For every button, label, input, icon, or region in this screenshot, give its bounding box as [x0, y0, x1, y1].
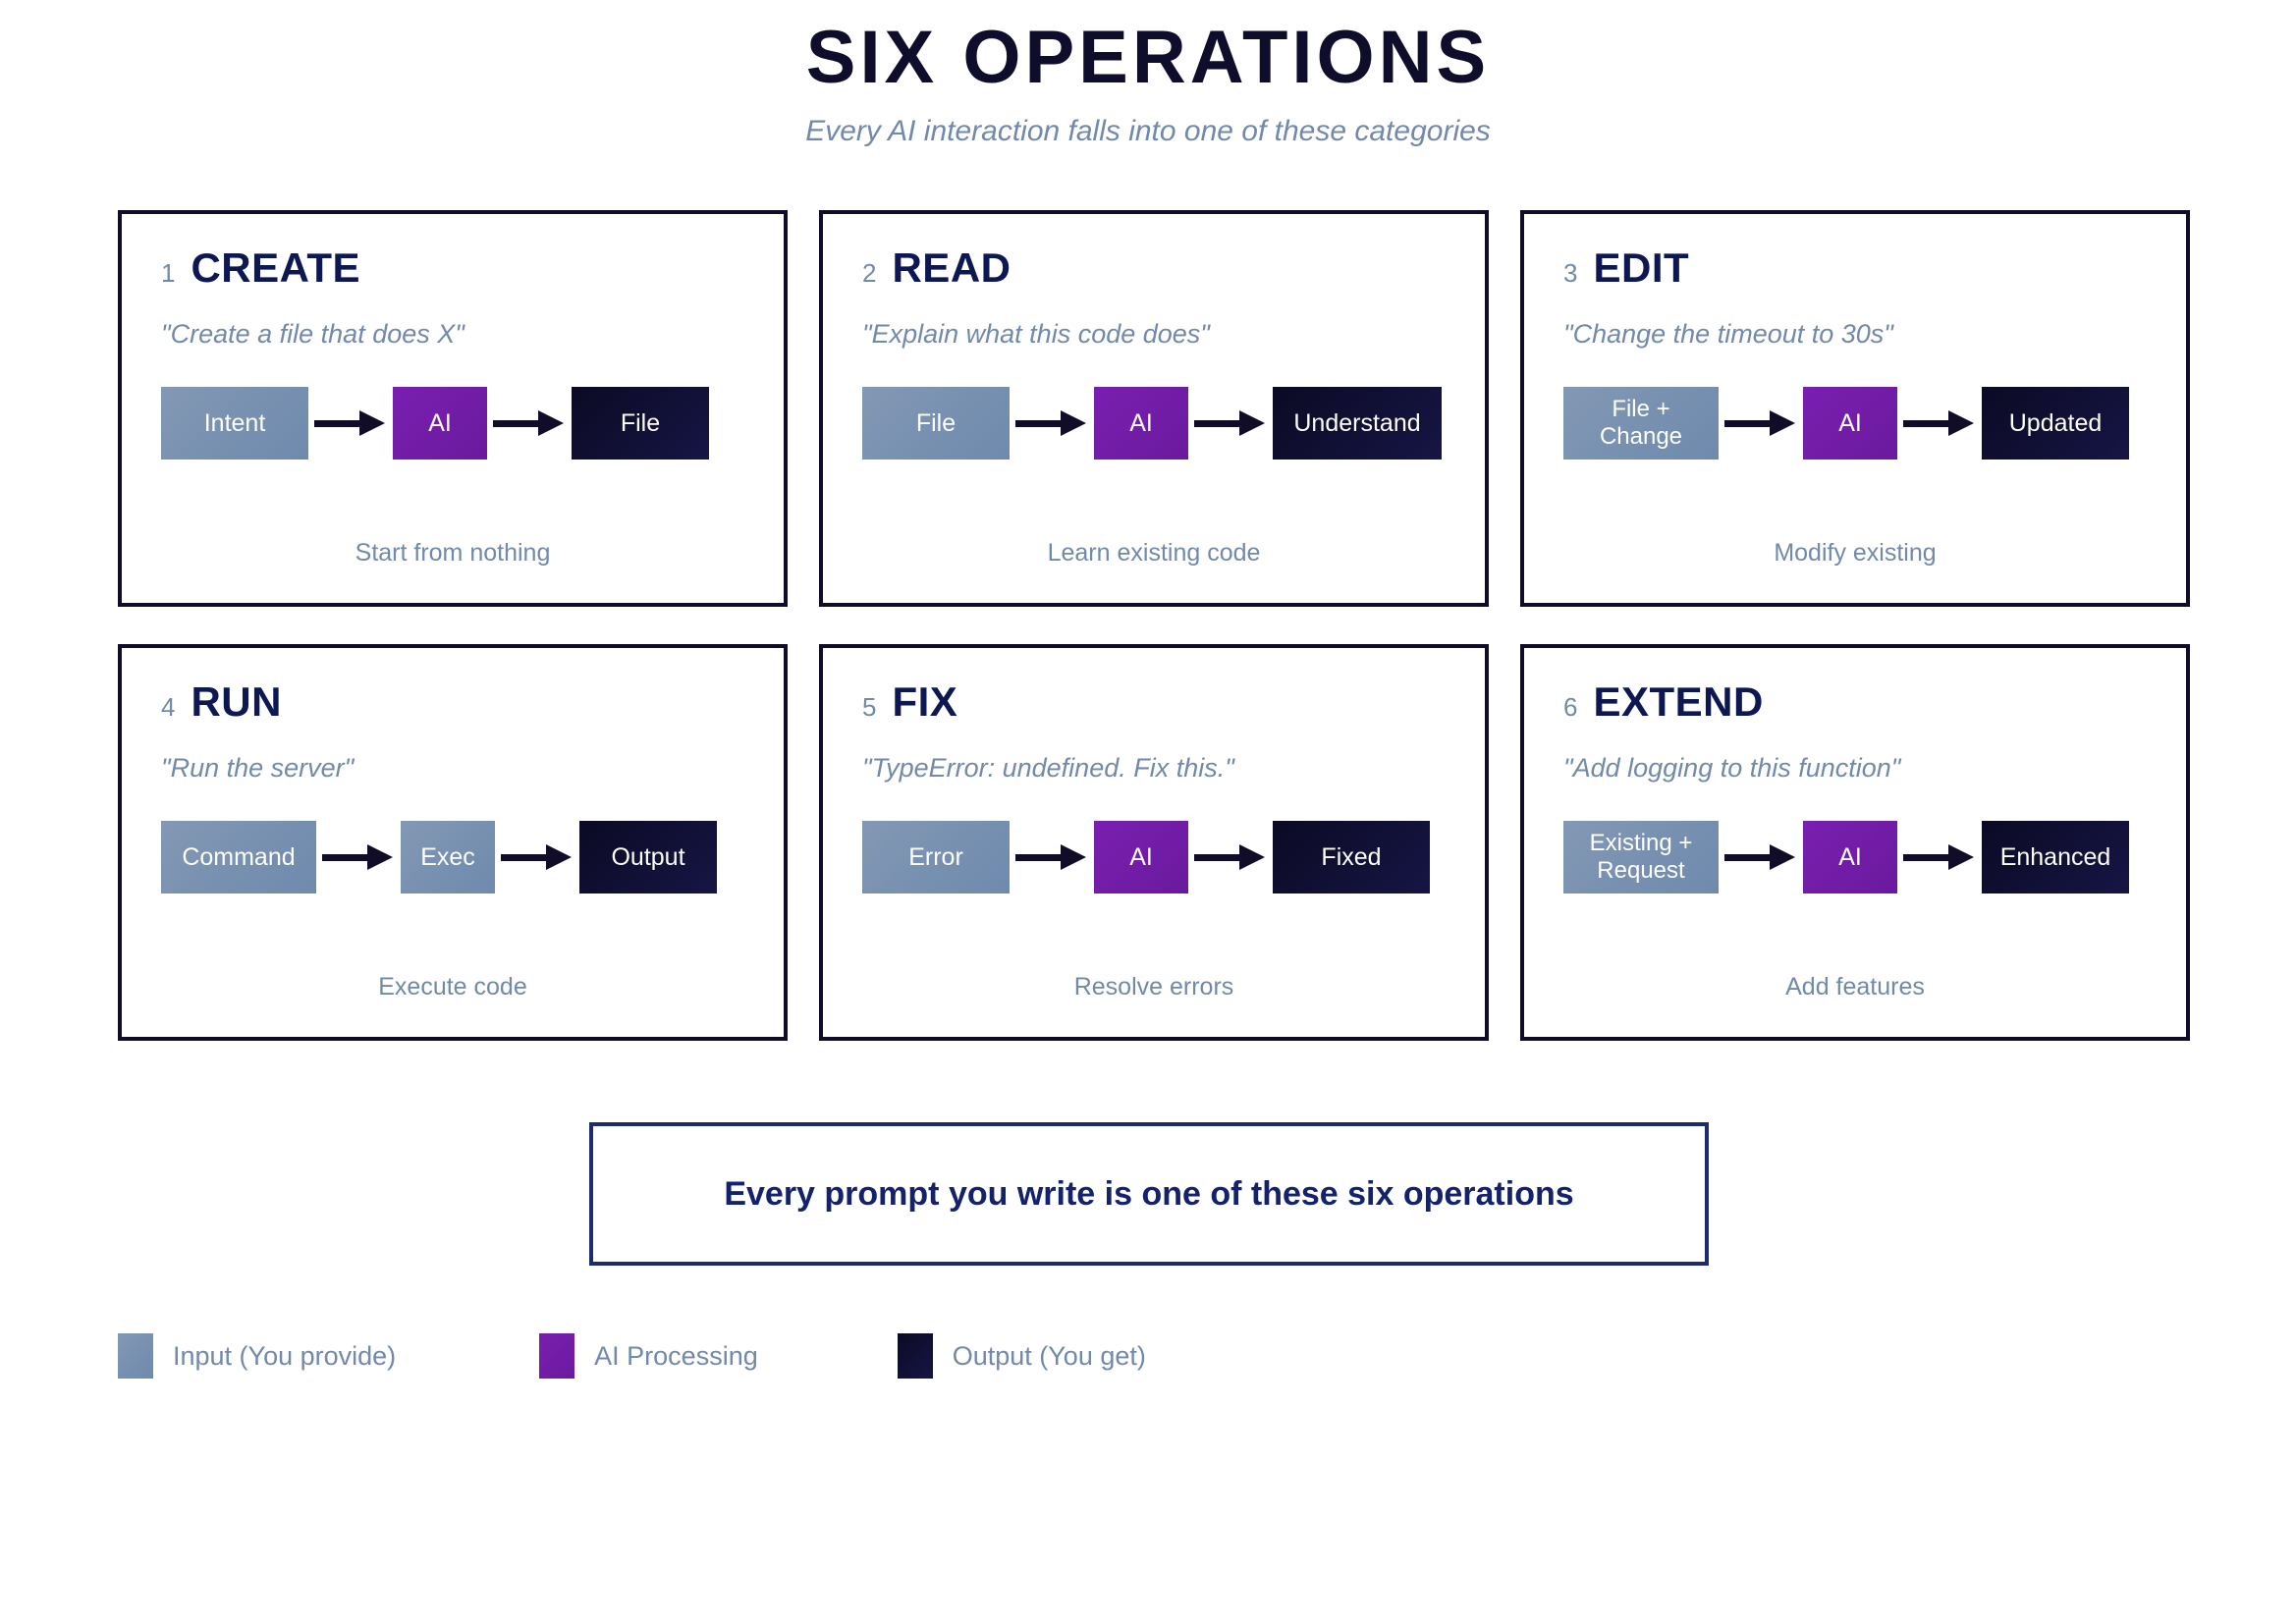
card-title: FIX: [892, 678, 958, 725]
legend-label: AI Processing: [594, 1340, 758, 1371]
summary-banner: Every prompt you write is one of these s…: [589, 1122, 1709, 1266]
card-title: EXTEND: [1593, 678, 1764, 725]
card-number: 4: [161, 692, 176, 722]
arrow-right-icon: [1188, 842, 1273, 872]
operations-grid: 1 CREATE "Create a file that does X" Intent…: [118, 210, 2190, 1041]
arrow-right-icon: [1719, 408, 1803, 438]
arrow-right-icon: [1188, 408, 1273, 438]
arrow-right-icon: [1719, 842, 1803, 872]
card-header: 4 RUN: [161, 681, 744, 723]
flow-node-output: Enhanced: [1982, 821, 2129, 894]
operation-card-create: 1 CREATE "Create a file that does X" Intent…: [118, 210, 788, 607]
flow-diagram: Command Exec Output: [161, 821, 744, 894]
legend-item-output: Output (You get): [897, 1333, 1146, 1379]
arrow-right-icon: [1010, 408, 1094, 438]
flow-diagram: Existing + Request AI Enhanced: [1563, 821, 2147, 894]
legend-swatch-input: [118, 1333, 153, 1379]
flow-node-input: Intent: [161, 387, 308, 460]
card-caption: Resolve errors: [1073, 973, 1234, 1001]
header: SIX OPERATIONS Every AI interaction fall…: [0, 0, 2296, 149]
flow-node-output: File: [572, 387, 709, 460]
card-example-quote: "Create a file that does X": [161, 319, 465, 349]
summary-text: Every prompt you write is one of these s…: [724, 1174, 1574, 1213]
flow-node-input: Command: [161, 821, 316, 894]
operation-card-read: 2 READ "Explain what this code does" File AI…: [819, 210, 1489, 607]
card-number: 5: [862, 692, 877, 722]
flow-diagram: File + Change AI Updated: [1563, 387, 2147, 460]
flow-node-ai: AI: [1803, 387, 1897, 460]
card-number: 2: [862, 258, 877, 288]
flow-node-input: Error: [862, 821, 1010, 894]
legend-label: Output (You get): [952, 1340, 1146, 1371]
flow-node-input: File + Change: [1563, 387, 1719, 460]
card-title: READ: [892, 244, 1011, 291]
card-title: CREATE: [191, 244, 361, 291]
operation-card-fix: 5 FIX "TypeError: undefined. Fix this." Err…: [819, 644, 1489, 1041]
flow-node-ai: AI: [1803, 821, 1897, 894]
legend-swatch-ai: [539, 1333, 575, 1379]
card-example-quote: "TypeError: undefined. Fix this.": [862, 753, 1234, 783]
flow-diagram: File AI Understand: [862, 387, 1446, 460]
card-caption: Modify existing: [1774, 539, 1937, 567]
legend-swatch-output: [897, 1333, 933, 1379]
legend-item-ai: AI Processing: [539, 1333, 758, 1379]
operation-card-edit: 3 EDIT "Change the timeout to 30s" File + C…: [1520, 210, 2190, 607]
card-title: RUN: [191, 678, 282, 725]
arrow-right-icon: [1897, 842, 1982, 872]
page-subtitle: Every AI interaction falls into one of t…: [805, 115, 1491, 148]
arrow-right-icon: [495, 842, 579, 872]
card-number: 3: [1563, 258, 1578, 288]
card-example-quote: "Add logging to this function": [1563, 753, 1901, 783]
flow-node-ai: AI: [1094, 387, 1188, 460]
flow-node-ai: AI: [1094, 821, 1188, 894]
legend: Input (You provide) AI Processing Output (…: [118, 1333, 1146, 1379]
arrow-right-icon: [316, 842, 401, 872]
flow-node-input: Exec: [401, 821, 495, 894]
card-caption: Start from nothing: [355, 539, 551, 567]
card-header: 1 CREATE: [161, 247, 744, 289]
flow-node-output: Understand: [1273, 387, 1442, 460]
arrow-right-icon: [1010, 842, 1094, 872]
flow-diagram: Intent AI File: [161, 387, 744, 460]
operation-card-extend: 6 EXTEND "Add logging to this function" Exi…: [1520, 644, 2190, 1041]
flow-node-input: Existing + Request: [1563, 821, 1719, 894]
legend-item-input: Input (You provide): [118, 1333, 396, 1379]
card-example-quote: "Change the timeout to 30s": [1563, 319, 1893, 349]
page-title: SIX OPERATIONS: [805, 16, 1491, 99]
card-number: 1: [161, 258, 176, 288]
arrow-right-icon: [308, 408, 393, 438]
card-number: 6: [1563, 692, 1578, 722]
card-example-quote: "Run the server": [161, 753, 355, 783]
arrow-right-icon: [1897, 408, 1982, 438]
flow-node-output: Fixed: [1273, 821, 1430, 894]
card-example-quote: "Explain what this code does": [862, 319, 1210, 349]
card-title: EDIT: [1593, 244, 1690, 291]
flow-node-ai: AI: [393, 387, 487, 460]
card-header: 2 READ: [862, 247, 1446, 289]
card-header: 3 EDIT: [1563, 247, 2147, 289]
flow-node-input: File: [862, 387, 1010, 460]
card-header: 6 EXTEND: [1563, 681, 2147, 723]
card-header: 5 FIX: [862, 681, 1446, 723]
card-caption: Execute code: [378, 973, 527, 1001]
flow-diagram: Error AI Fixed: [862, 821, 1446, 894]
legend-label: Input (You provide): [173, 1340, 397, 1371]
flow-node-output: Output: [579, 821, 717, 894]
arrow-right-icon: [487, 408, 572, 438]
card-caption: Learn existing code: [1047, 539, 1261, 567]
flow-node-output: Updated: [1982, 387, 2129, 460]
card-caption: Add features: [1785, 973, 1925, 1001]
